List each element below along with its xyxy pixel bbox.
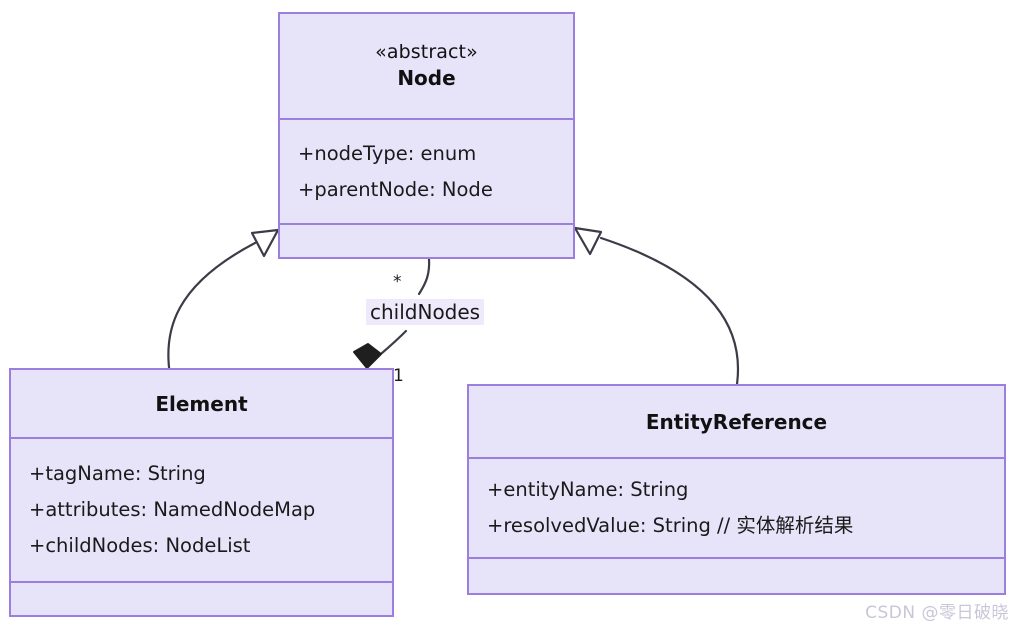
class-operations-entityreference	[469, 557, 1004, 593]
hollow-triangle-arrowhead-icon	[250, 228, 280, 258]
association-label-childnodes: childNodes	[366, 299, 485, 325]
edge-element-inherits-node	[167, 228, 280, 377]
class-operations-element	[11, 581, 392, 615]
class-header-node: «abstract» Node	[280, 14, 573, 118]
class-name-entityreference: EntityReference	[645, 409, 828, 434]
class-box-element[interactable]: Element +tagName: String +attributes: Na…	[9, 368, 394, 617]
class-header-entityreference: EntityReference	[469, 386, 1004, 457]
attribute-row: +parentNode: Node	[298, 177, 493, 201]
class-header-element: Element	[11, 370, 392, 437]
class-box-entityreference[interactable]: EntityReference +entityName: String +res…	[467, 384, 1006, 595]
watermark-text: CSDN @零日破晓	[865, 603, 1009, 623]
class-attributes-node: +nodeType: enum +parentNode: Node	[280, 118, 573, 223]
class-name-element: Element	[155, 391, 248, 416]
attribute-row: +entityName: String	[487, 478, 689, 501]
attribute-row: +resolvedValue: String // 实体解析结果	[487, 514, 854, 537]
class-name-node: Node	[397, 65, 456, 90]
multiplicity-source-star: *	[393, 272, 402, 292]
edge-entityreference-inherits-node	[573, 226, 739, 386]
filled-diamond-composition-icon	[353, 343, 382, 369]
class-operations-node	[280, 223, 573, 257]
attribute-row: +tagName: String	[29, 462, 206, 485]
attribute-row: +nodeType: enum	[298, 141, 477, 165]
hollow-triangle-arrowhead-icon	[573, 226, 603, 256]
multiplicity-target-one: 1	[393, 366, 404, 386]
attribute-row: +attributes: NamedNodeMap	[29, 498, 316, 521]
class-box-node[interactable]: «abstract» Node +nodeType: enum +parentN…	[278, 12, 575, 259]
class-attributes-entityreference: +entityName: String +resolvedValue: Stri…	[469, 457, 1004, 557]
class-stereotype-node: «abstract»	[375, 41, 478, 64]
class-attributes-element: +tagName: String +attributes: NamedNodeM…	[11, 437, 392, 581]
attribute-row: +childNodes: NodeList	[29, 534, 251, 557]
